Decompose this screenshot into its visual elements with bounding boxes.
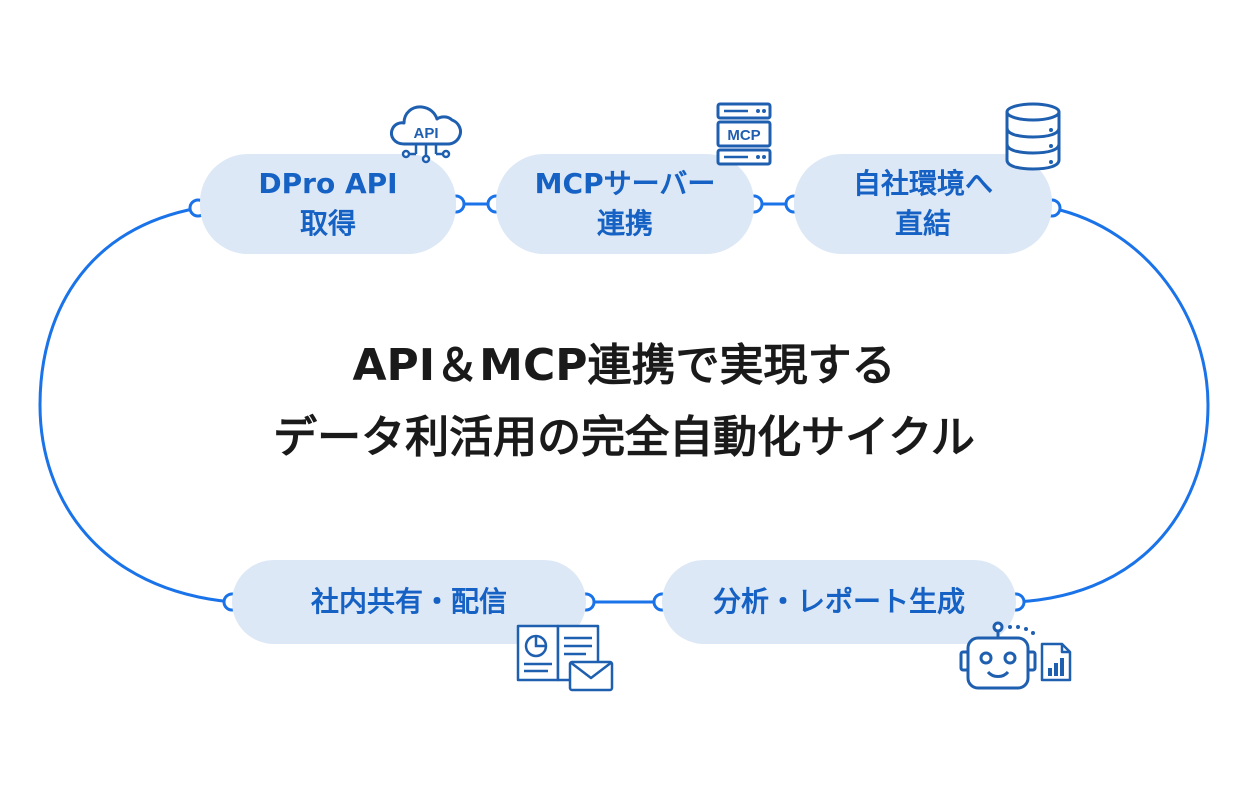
cloud-api-icon: API [390,105,462,164]
diagram-title: API＆MCP連携で実現する データ利活用の完全自動化サイクル [180,330,1068,474]
step-internal-share-line1: 社内共有・配信 [310,585,507,618]
step-own-environment: 自社環境へ 直結 [794,154,1052,254]
robot-report-icon [959,621,1072,690]
step-mcp-server: MCPサーバー 連携 [496,154,754,254]
step-mcp-server-line2: 連携 [596,207,653,240]
right-loop-arc [1015,206,1210,604]
left-loop-arc [38,206,233,604]
svg-text:API: API [413,125,438,142]
document-mail-icon [516,624,614,692]
step-own-environment-line2: 直結 [894,207,951,240]
diagram-title-line2: データ利活用の完全自動化サイクル [273,412,975,463]
diagram-title-line1: API＆MCP連携で実現する [352,340,896,391]
step-dpro-api-line2: 取得 [299,207,356,240]
database-icon [1005,102,1061,171]
step-dpro-api: DPro API 取得 [200,154,456,254]
server-icon: MCP [716,102,772,166]
step-mcp-server-line1: MCPサーバー [534,167,716,200]
step-dpro-api-line1: DPro API [258,167,398,200]
step-internal-share: 社内共有・配信 [232,560,586,644]
svg-text:MCP: MCP [727,127,760,144]
step-analysis-report: 分析・レポート生成 [662,560,1016,644]
step-own-environment-line1: 自社環境へ [852,167,993,200]
step-analysis-report-line1: 分析・レポート生成 [712,585,965,618]
